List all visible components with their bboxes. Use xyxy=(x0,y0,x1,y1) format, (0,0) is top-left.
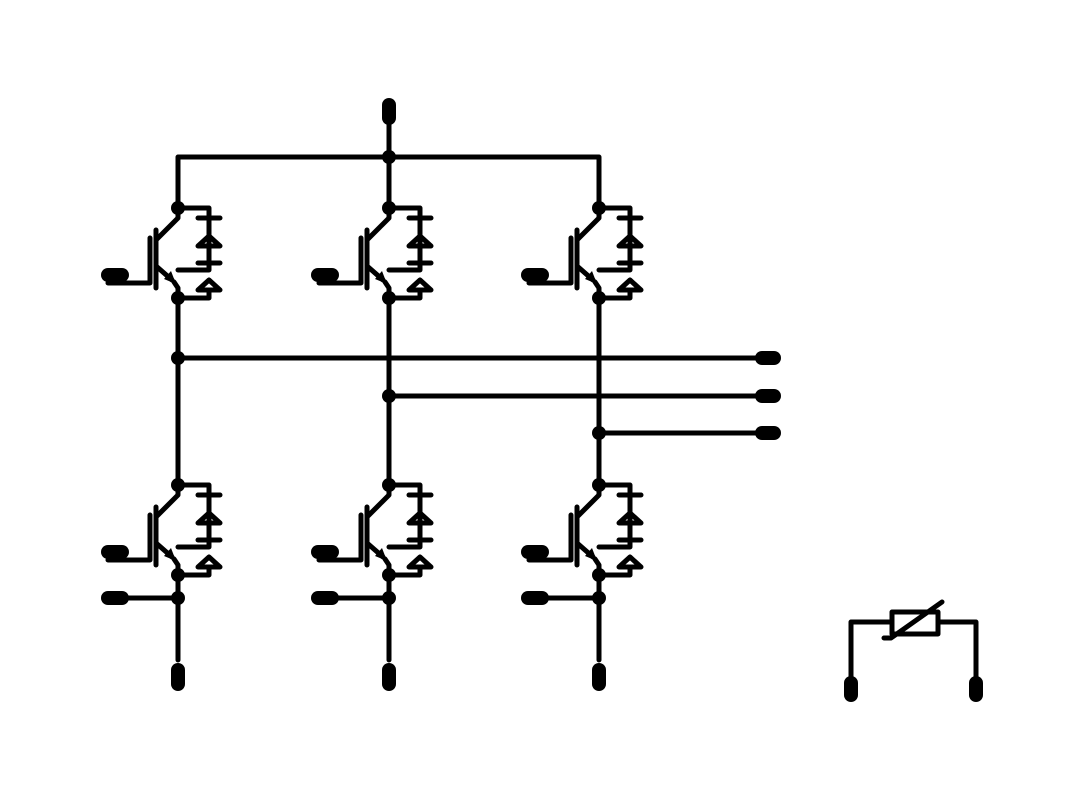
switch-high-2 xyxy=(319,201,431,305)
switch-high-1 xyxy=(108,201,220,305)
emitter-sense-junction-1 xyxy=(171,591,185,605)
phase-junction-2 xyxy=(382,389,396,403)
switch-low-3 xyxy=(529,478,641,582)
emitter-sense-junction-2 xyxy=(382,591,396,605)
emitter-sense-junction-3 xyxy=(592,591,606,605)
phase-junction-1 xyxy=(171,351,185,365)
phase-junction-3 xyxy=(592,426,606,440)
switch-low-1 xyxy=(108,478,220,582)
switch-high-3 xyxy=(529,201,641,305)
switch-low-2 xyxy=(319,478,431,582)
ntc-thermistor xyxy=(848,599,979,683)
